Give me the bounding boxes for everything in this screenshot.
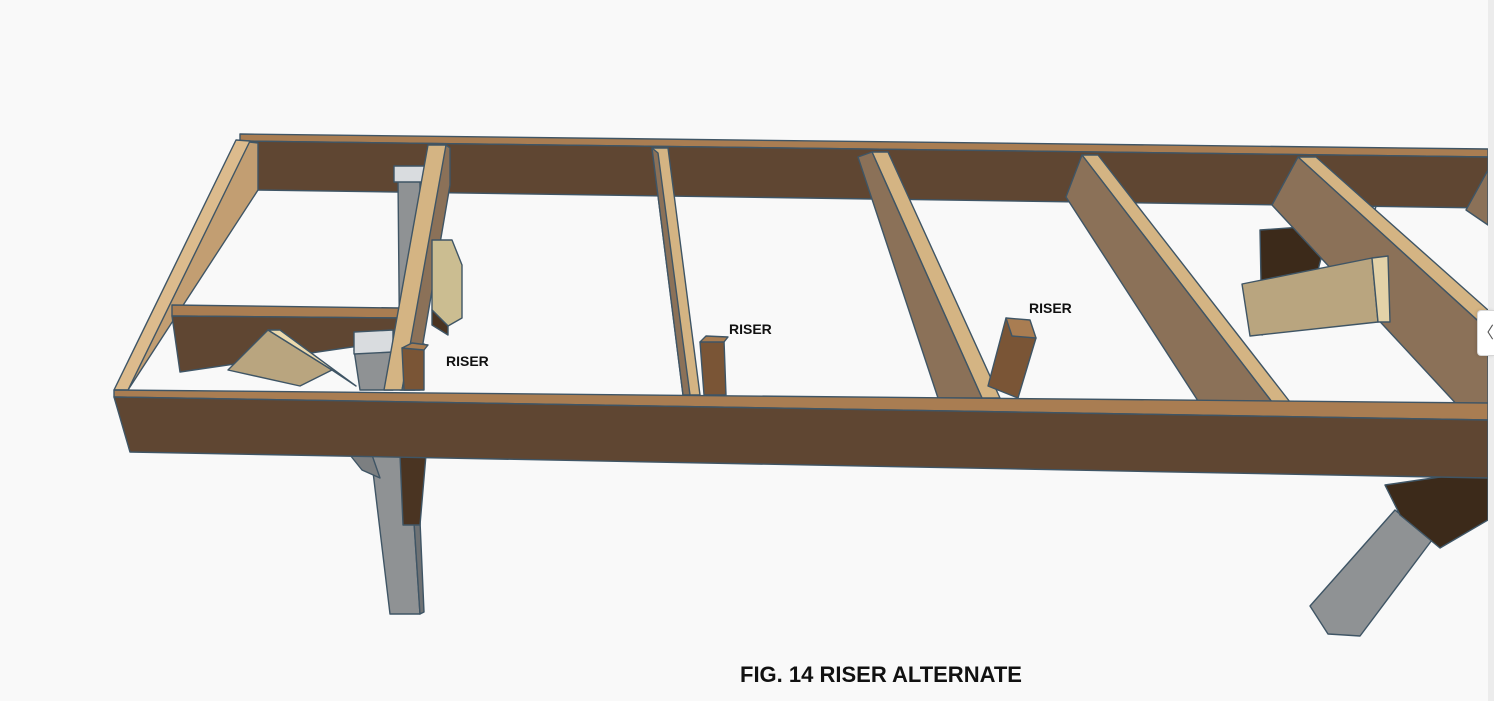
riser-label-3: RISER (1029, 300, 1072, 316)
left-leg-brace (399, 454, 427, 526)
steel-post-top (393, 165, 426, 183)
joist-1-block (431, 239, 463, 327)
front-rail-top (113, 389, 1488, 421)
figure-caption: FIG. 14 RISER ALTERNATE (740, 662, 1022, 687)
left-leg-assembly (349, 429, 427, 615)
joist-1-block-dark (431, 309, 449, 336)
angled-block-right-end (1371, 255, 1391, 323)
riser-label-2: RISER (729, 321, 772, 337)
angled-block-left-top (267, 329, 357, 387)
right-leg-front (1309, 509, 1433, 637)
back-rail-top (239, 133, 1488, 158)
front-rail-face (113, 396, 1488, 479)
riser-2 (699, 335, 729, 396)
panel-toggle-button[interactable]: 〈 (1477, 310, 1494, 356)
riser-label-1: RISER (446, 353, 489, 369)
joist-6-partial (1465, 169, 1488, 226)
riser-3 (987, 317, 1037, 399)
chevron-left-icon: 〈 (1478, 323, 1494, 342)
riser-1 (401, 342, 429, 391)
steel-post-lower-top (353, 329, 394, 355)
